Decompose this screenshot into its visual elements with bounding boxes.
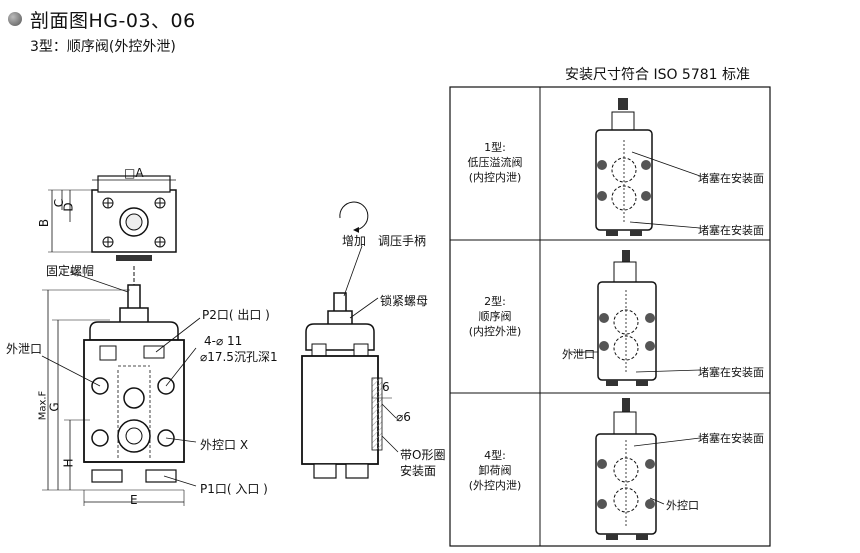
row-1-note-1: 堵塞在安装面 [698, 172, 764, 185]
dim-d: D [61, 202, 76, 212]
callout-oring-line1: 带O形圈 [400, 448, 446, 462]
page-title: 剖面图HG-03、06 [30, 9, 196, 32]
callout-oring-line2: 安装面 [400, 464, 437, 478]
row-3-note-2: 外控口 [666, 499, 699, 512]
row-2-note-2: 堵塞在安装面 [698, 366, 764, 379]
dim-g: G [47, 402, 62, 412]
table-row-2-label: 2型: 顺序阀 (内控外泄) [450, 294, 540, 339]
row-1-type: 1型: [484, 141, 506, 154]
front-section-drawing [41, 266, 201, 506]
dim-e: E [130, 493, 138, 507]
row-2-name: 顺序阀 [478, 310, 512, 323]
callout-p1-port: P1口( 入口 ) [200, 482, 268, 496]
table-row-1-label: 1型: 低压溢流阀 (内控内泄) [450, 140, 540, 185]
callout-bolt-holes-line2: ⌀17.5沉孔深1 [200, 350, 278, 364]
callout-p2-port: P2口( 出口 ) [202, 308, 270, 322]
callout-bolt-holes-line1: 4-⌀ 11 [204, 334, 243, 348]
row-1-name: 低压溢流阀 [467, 156, 523, 169]
title-row: 剖面图HG-03、06 [8, 6, 196, 32]
callout-external-pilot: 外控口 X [200, 438, 249, 452]
mini-valve-type4 [595, 398, 701, 540]
callout-drain-port: 外泄口 [6, 342, 43, 356]
dim-h: H [61, 458, 76, 468]
callout-fixing-nut: 固定螺帽 [46, 264, 95, 278]
row-1-note-2: 堵塞在安装面 [698, 224, 764, 237]
mini-valve-type1 [595, 98, 701, 236]
dim-six: 6 [382, 380, 390, 394]
row-3-type: 4型: [484, 449, 506, 462]
row-3-mode: (外控内泄) [468, 479, 522, 492]
table-row-3-label: 4型: 卸荷阀 (外控内泄) [450, 448, 540, 493]
side-view-drawing [301, 201, 399, 479]
callout-increase: 增加 [342, 234, 367, 248]
row-3-note-1: 堵塞在安装面 [698, 432, 764, 445]
callout-lock-nut: 锁紧螺母 [380, 294, 429, 308]
row-1-mode: (内控内泄) [468, 171, 522, 184]
row-3-name: 卸荷阀 [478, 464, 512, 477]
page-subtitle: 3型：顺序阀(外控外泄) [30, 39, 176, 55]
bullet-icon [8, 12, 22, 26]
type-comparison-table [449, 86, 771, 547]
standard-note: 安装尺寸符合 ISO 5781 标准 [565, 67, 751, 83]
row-2-mode: (内控外泄) [468, 325, 522, 338]
callout-pressure-knob: 调压手柄 [378, 234, 427, 248]
dim-b: B [37, 218, 52, 228]
dim-max-f: Max.F [37, 390, 49, 421]
mini-valve-type2 [570, 250, 701, 386]
dim-phi6: ⌀6 [396, 410, 411, 424]
row-2-note-1: 外泄口 [562, 348, 595, 361]
top-view-drawing [48, 175, 177, 261]
row-2-type: 2型: [484, 295, 506, 308]
dim-square-a: □A [124, 166, 144, 180]
